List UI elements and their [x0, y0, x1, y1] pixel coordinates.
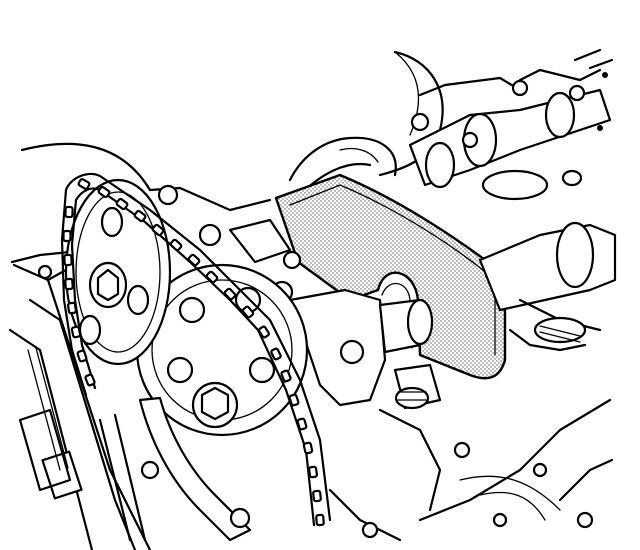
cover-bracket	[41, 450, 83, 500]
camshaft-bearing-cap	[157, 184, 442, 410]
intake-camshaft	[408, 68, 612, 189]
guide-bolt	[229, 507, 251, 529]
mesh-panel	[18, 408, 72, 492]
cap-bolt	[561, 169, 583, 187]
bolt-hole	[532, 462, 548, 478]
valve-spring	[394, 386, 430, 410]
cam-journal	[424, 141, 456, 189]
timing-chain	[60, 172, 332, 527]
bolt-hole	[492, 512, 508, 528]
cap-bolt	[198, 223, 222, 247]
sprocket-hole	[178, 296, 206, 324]
lower-cam-sprocket	[135, 263, 309, 437]
cam-cap	[228, 218, 292, 264]
chain-guide	[98, 396, 252, 542]
shaft-end	[406, 298, 434, 346]
cap-bolt	[157, 184, 179, 206]
cap-bolt	[568, 84, 586, 102]
guide-bolt	[140, 460, 160, 480]
cap-bolt	[282, 250, 302, 270]
sprocket-hole	[166, 356, 194, 384]
chain-links	[62, 178, 325, 527]
sprocket-hole	[100, 206, 124, 238]
upper-cam-sprocket	[64, 178, 172, 366]
sprocket-hole	[78, 314, 102, 346]
valve-spring	[533, 316, 587, 344]
cap-bolt	[461, 131, 479, 149]
exhaust-camshaft	[478, 169, 617, 352]
tool-plate	[274, 173, 507, 380]
cap-bolt	[410, 112, 430, 132]
cap-bolt	[339, 339, 365, 365]
cam-lobe	[544, 91, 576, 139]
cap-bolt	[511, 79, 529, 97]
misc-fasteners	[37, 48, 614, 539]
cam-lobe	[555, 221, 595, 289]
sprocket-hole	[126, 284, 150, 316]
cam-journal	[481, 169, 549, 201]
sprocket-hole	[248, 356, 276, 384]
bolt-hole	[453, 441, 471, 459]
